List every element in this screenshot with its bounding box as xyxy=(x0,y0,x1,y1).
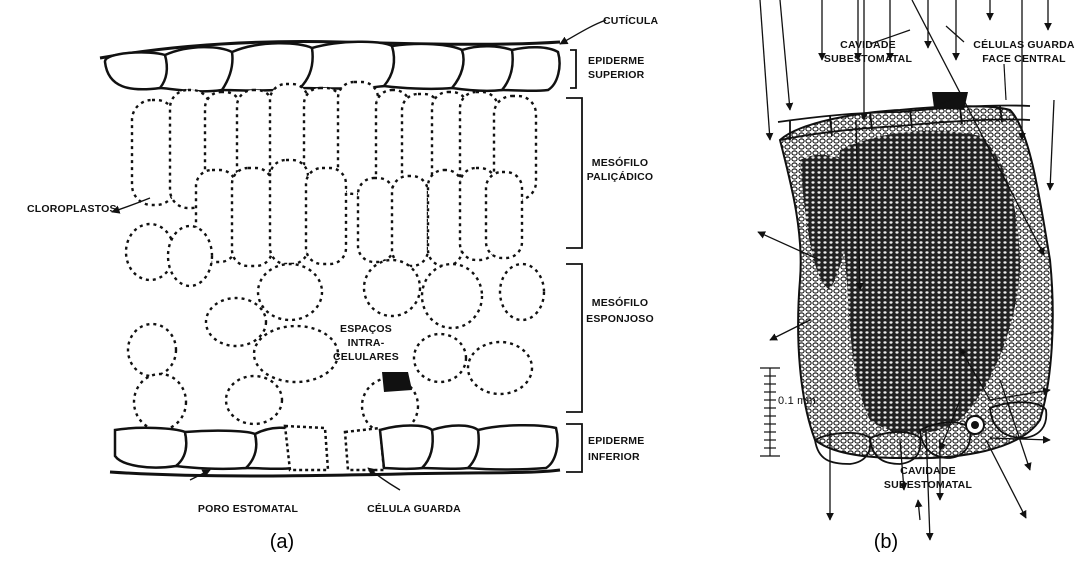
panel-b-guard-cell-bottom-core xyxy=(971,421,979,429)
guard-cell-dark xyxy=(382,372,412,392)
label-epiderme-superior-line1: EPIDERME xyxy=(588,55,644,67)
label-poro-estomatal: PORO ESTOMATAL xyxy=(198,503,299,515)
label-cavidade-top-line2: SUBESTOMATAL xyxy=(824,53,913,65)
panel-a-leaf-diagram: CUTÍCULA EPIDERME SUPERIOR MESÓFILO PALI… xyxy=(27,14,658,553)
label-mesofilo-palicadico-line2: PALIÇÁDICO xyxy=(587,170,654,183)
label-cavidade-bottom-line2: SUBESTOMATAL xyxy=(884,479,973,491)
label-espacos-line3: CELULARES xyxy=(333,351,399,363)
region-brackets xyxy=(566,50,582,472)
label-celulas-guarda-line2: FACE CENTRAL xyxy=(982,53,1066,65)
label-epiderme-superior-line2: SUPERIOR xyxy=(588,69,645,81)
label-mesofilo-palicadico-line1: MESÓFILO xyxy=(592,156,648,169)
lower-epidermis xyxy=(115,425,558,470)
label-mesofilo-esponjoso-line2: ESPONJOSO xyxy=(586,313,654,325)
label-cloroplastos: CLOROPLASTOS xyxy=(27,203,117,215)
label-mesofilo-esponjoso-line1: MESÓFILO xyxy=(592,296,648,309)
lower-cuticle-line xyxy=(110,470,560,476)
label-espacos-line1: ESPAÇOS xyxy=(340,323,392,335)
caption-a: (a) xyxy=(270,531,294,553)
label-cavidade-bottom-line1: CAVIDADE xyxy=(900,465,956,477)
label-scale: 0.1 mm xyxy=(778,395,816,407)
panel-b-leaf-diagram: CAVIDADE SUBESTOMATAL CÉLULAS GUARDA FAC… xyxy=(758,0,1075,553)
label-cuticula: CUTÍCULA xyxy=(603,14,658,27)
label-cavidade-top-line1: CAVIDADE xyxy=(840,39,896,51)
caption-b: (b) xyxy=(874,531,898,553)
panel-b-scale-bar xyxy=(760,368,780,456)
label-celulas-guarda-line1: CÉLULAS GUARDA xyxy=(973,38,1075,51)
label-espacos-line2: INTRA- xyxy=(348,337,385,349)
label-celula-guarda: CÉLULA GUARDA xyxy=(367,502,461,515)
label-epiderme-inferior-line2: INFERIOR xyxy=(588,451,640,463)
label-epiderme-inferior-line1: EPIDERME xyxy=(588,435,644,447)
panel-b-guard-cell-top xyxy=(932,92,968,110)
